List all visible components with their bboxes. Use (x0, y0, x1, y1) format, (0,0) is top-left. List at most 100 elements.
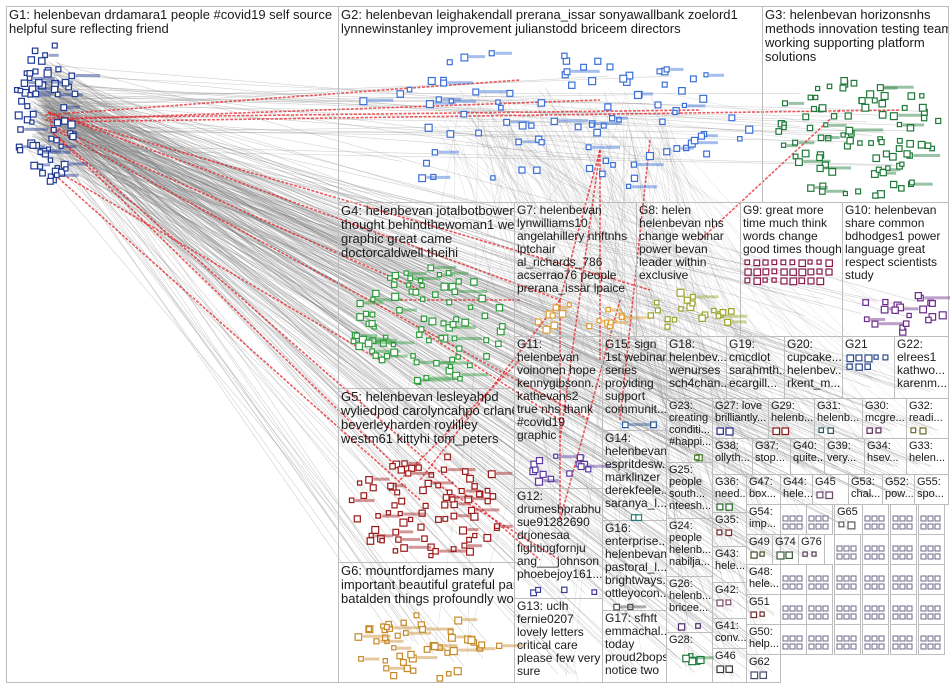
node (865, 576, 870, 581)
group-label-line: G40: (793, 440, 817, 452)
node (463, 469, 468, 474)
group-label-line: lynwilliams10 (517, 216, 588, 230)
node (366, 477, 372, 483)
node-label (461, 373, 489, 376)
node (484, 535, 491, 542)
node (900, 644, 905, 649)
node (370, 485, 376, 491)
group-label-line: ang___johnson (517, 554, 599, 568)
node (456, 279, 461, 284)
node (891, 181, 897, 187)
node (840, 85, 846, 91)
node (790, 516, 795, 521)
node (716, 314, 721, 319)
node (872, 636, 877, 641)
node (879, 576, 884, 581)
node-label (397, 647, 412, 650)
node (844, 576, 849, 581)
node (380, 538, 384, 542)
group-label-line: G34: (867, 440, 891, 452)
group-label-g54: G54:imp... (749, 506, 776, 530)
node (578, 464, 584, 470)
node (367, 627, 372, 632)
node (468, 363, 473, 368)
node (921, 546, 926, 551)
node (879, 606, 884, 611)
node (920, 428, 926, 434)
node (355, 634, 362, 641)
node (883, 151, 889, 157)
group-label-line: G53: (851, 476, 875, 488)
node (772, 260, 777, 265)
node (70, 134, 76, 140)
node (59, 144, 63, 148)
node (684, 297, 690, 303)
node (428, 78, 435, 85)
group-label-line: kathevans2 (517, 389, 579, 403)
node (844, 606, 849, 611)
node (536, 587, 541, 592)
node (799, 278, 805, 284)
group-label-line: cmcdlot (729, 350, 771, 364)
node (479, 295, 485, 301)
node (823, 636, 828, 641)
node-label (414, 277, 441, 280)
group-label-line: G19: (729, 337, 755, 351)
group-label-line: solutions (765, 49, 817, 64)
node (876, 428, 881, 433)
node (419, 175, 426, 182)
node (881, 306, 888, 313)
node (907, 636, 912, 641)
group-label-line: enterprise... (605, 534, 668, 548)
group-label-line: G18: (669, 337, 695, 351)
node (554, 454, 558, 458)
node (679, 88, 686, 95)
group-label-line: fernie0207 (517, 612, 574, 626)
node (851, 576, 856, 581)
node (809, 606, 814, 611)
group-label-line: G23: (669, 400, 693, 412)
node (488, 471, 495, 478)
node (935, 524, 940, 529)
node (374, 639, 379, 644)
node (38, 150, 43, 155)
node (665, 324, 670, 329)
group-label-line: exclusive (639, 268, 689, 282)
node (441, 467, 446, 472)
group-label-line: today (605, 637, 634, 651)
group-label-line: mcgre... (865, 412, 905, 424)
node (844, 584, 849, 589)
node (809, 644, 814, 649)
group-label-line: G45 (815, 476, 836, 488)
node (865, 516, 870, 521)
node (696, 624, 701, 629)
node (908, 93, 914, 99)
node (783, 524, 788, 529)
node (911, 428, 916, 433)
node-label (643, 92, 653, 95)
group-label-line: G7: helenbevan (517, 203, 602, 217)
node (562, 53, 567, 58)
node (726, 666, 732, 672)
node (783, 576, 788, 581)
node (437, 273, 441, 277)
node (482, 313, 487, 318)
node (781, 269, 787, 275)
group-label-line: G54: (749, 506, 773, 518)
node (712, 308, 716, 312)
node (349, 498, 353, 502)
group-label-line: box... (749, 488, 776, 500)
node (683, 655, 689, 661)
node (865, 644, 870, 649)
node (370, 312, 375, 317)
node (40, 170, 46, 176)
node (827, 84, 831, 88)
node (935, 554, 940, 559)
group-label-line: power bevan (639, 242, 708, 256)
node (844, 644, 849, 649)
node (763, 278, 767, 282)
node (627, 184, 631, 188)
node (879, 516, 884, 521)
node (896, 146, 902, 152)
group-label-line: G29: (771, 400, 795, 412)
